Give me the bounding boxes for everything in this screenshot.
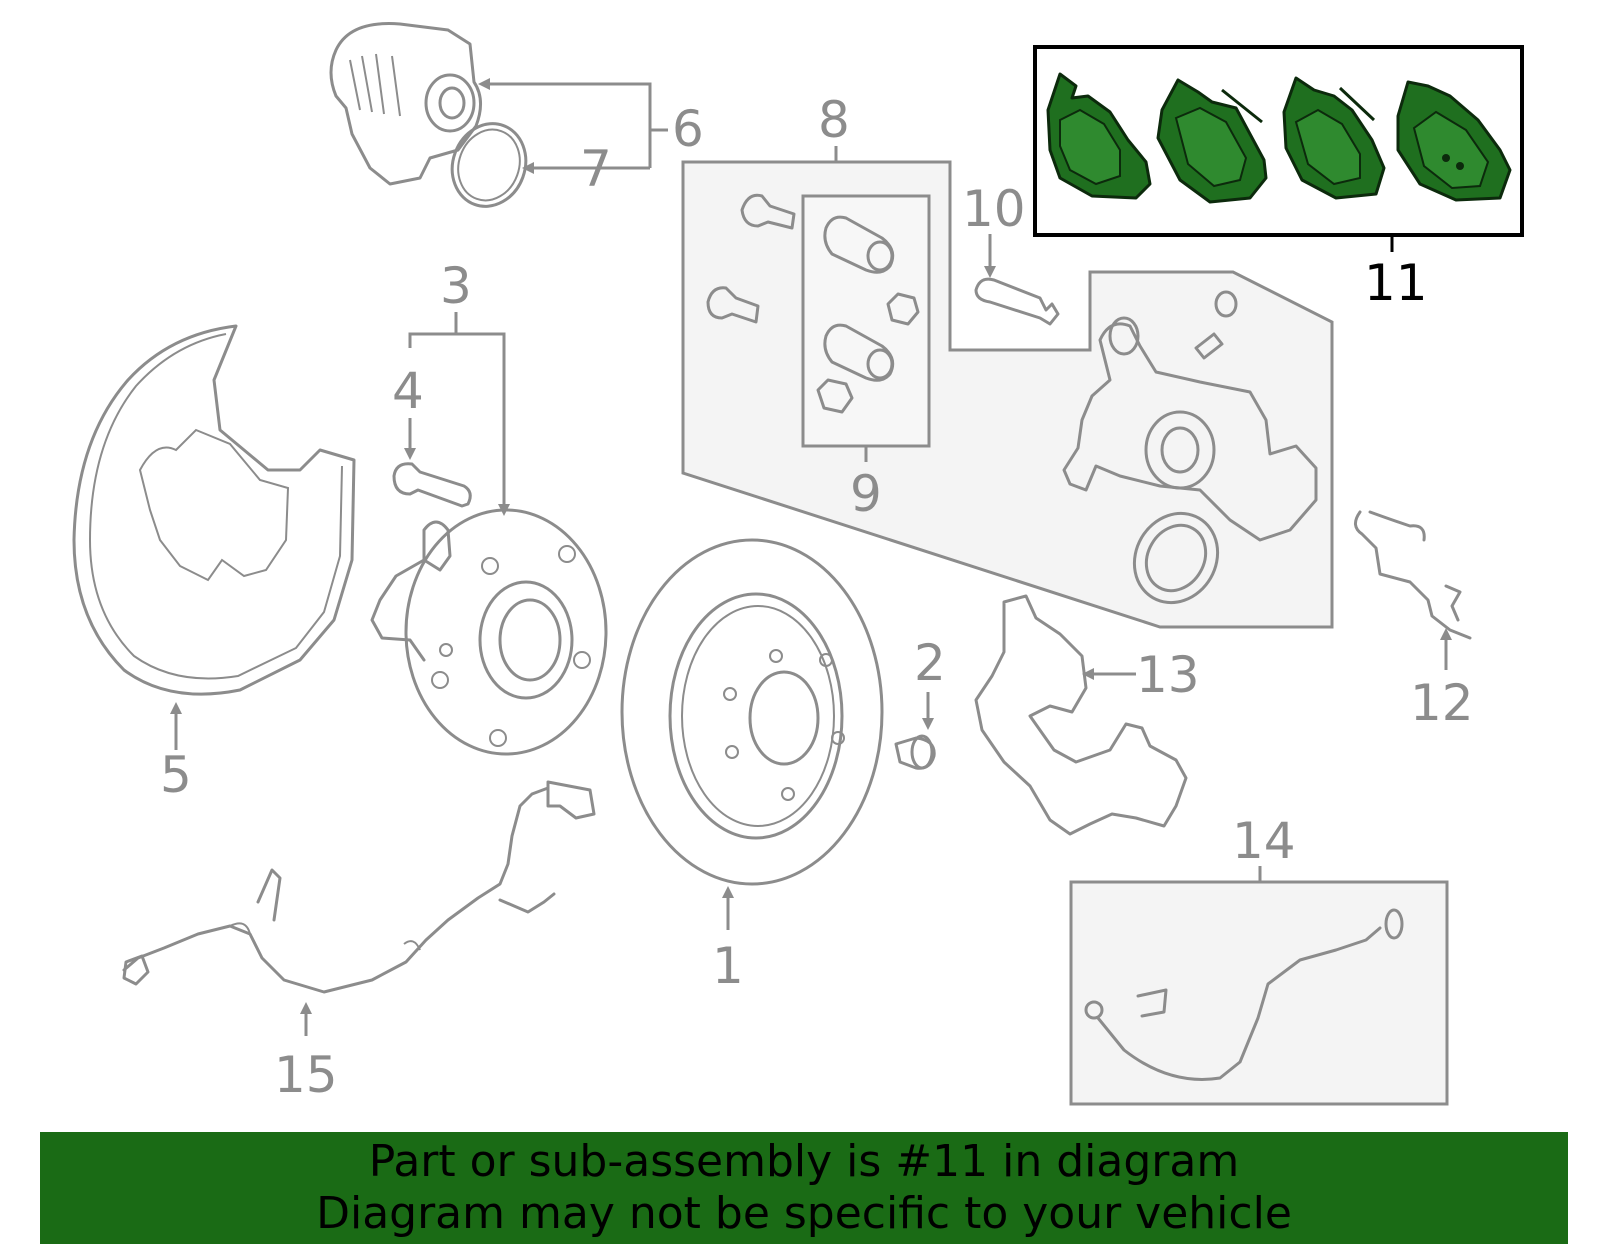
callout-8: 8 xyxy=(818,91,850,149)
callout-11: 11 xyxy=(1364,254,1428,312)
callout-2: 2 xyxy=(914,634,946,692)
callout-1: 1 xyxy=(712,937,744,995)
rotor-icon xyxy=(620,538,884,886)
callout-13: 13 xyxy=(1136,646,1200,704)
guide-pin-icon xyxy=(974,277,1060,326)
hub-bearing-icon xyxy=(370,508,608,756)
banner-line-2: Diagram may not be specific to your vehi… xyxy=(316,1188,1292,1239)
callout-6-leader xyxy=(484,82,668,168)
brake-hose-icon xyxy=(1084,908,1404,1081)
info-banner: Part or sub-assembly is #11 in diagram D… xyxy=(40,1132,1568,1244)
callout-3: 3 xyxy=(440,257,472,315)
hub-bolt-icon xyxy=(392,462,472,508)
callout-3-leader xyxy=(408,312,506,506)
parking-motor-icon xyxy=(329,22,482,186)
pad-spring-icon xyxy=(1354,510,1472,640)
callout-4: 4 xyxy=(392,362,424,420)
guide-pin-kit-icon xyxy=(816,215,920,414)
splash-shield-icon xyxy=(72,324,356,696)
caliper-icon xyxy=(1062,290,1318,542)
banner-line-1: Part or sub-assembly is #11 in diagram xyxy=(368,1136,1240,1187)
callout-7: 7 xyxy=(580,140,612,198)
callout-15: 15 xyxy=(274,1046,338,1104)
callout-14: 14 xyxy=(1232,812,1296,870)
abs-sensor-icon xyxy=(122,780,596,994)
piston-seal-icon xyxy=(1132,511,1220,605)
caliper-bolts-icon xyxy=(706,193,796,324)
callout-12: 12 xyxy=(1410,674,1474,732)
caliper-bracket-icon xyxy=(974,594,1188,836)
screw-icon xyxy=(894,734,936,770)
callout-10: 10 xyxy=(962,180,1026,238)
callout-5: 5 xyxy=(160,746,192,804)
callout-9: 9 xyxy=(850,465,882,523)
callout-6: 6 xyxy=(672,100,704,158)
brake-hose-box xyxy=(1069,880,1449,1106)
o-ring-icon xyxy=(450,122,528,208)
brake-pads-icon xyxy=(1046,72,1512,204)
